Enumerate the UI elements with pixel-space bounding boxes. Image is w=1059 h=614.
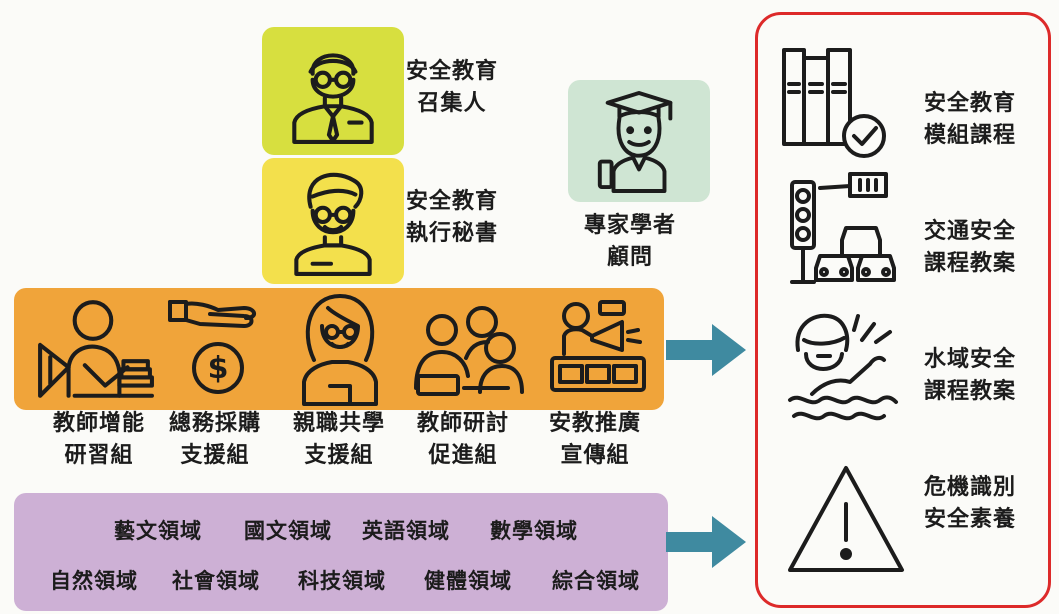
outcomes-frame <box>755 12 1051 608</box>
group-label: 教師研討促進組 <box>416 411 509 468</box>
man-with-glasses-tie-icon <box>282 35 384 147</box>
traffic-light-cars-icon <box>780 168 904 288</box>
domains-row-2: 自然領域 社會領域 科技領域 健體領域 綜合領域 <box>14 565 668 595</box>
group-label: 親職共學支援組 <box>292 411 385 468</box>
books-checkmark-icon <box>780 44 890 160</box>
man-with-glasses-icon <box>282 166 384 278</box>
outcome-label: 安全教育模組課程 <box>924 91 1017 148</box>
domain-item: 自然領域 <box>50 569 138 593</box>
secretary-label: 安全教育執行秘書 <box>406 189 499 246</box>
convener-label: 安全教育召集人 <box>406 59 499 116</box>
domain-item: 健體領域 <box>424 569 512 593</box>
parent-woman-icon <box>290 290 390 408</box>
outcome-label: 水域安全課程教案 <box>924 347 1017 404</box>
advisor-box <box>568 80 710 202</box>
domains-band: 藝文領域 國文領域 英語領域 數學領域 自然領域 社會領域 科技領域 健體領域 … <box>14 493 668 611</box>
group-label: 教師增能研習組 <box>52 411 145 468</box>
teacher-presentation-icon <box>34 294 156 406</box>
warning-triangle-icon <box>784 462 908 578</box>
domain-item: 科技領域 <box>298 569 386 593</box>
domain-item: 藝文領域 <box>114 519 202 543</box>
domain-item: 國文領域 <box>244 519 332 543</box>
outcome-label: 交通安全課程教案 <box>924 219 1017 276</box>
drowning-person-icon <box>784 310 900 430</box>
svg-text:$: $ <box>208 351 229 386</box>
advisor-label: 專家學者顧問 <box>584 213 677 270</box>
hand-money-icon: $ <box>166 294 266 398</box>
domain-item: 英語領域 <box>362 519 450 543</box>
arrow-right-icon <box>666 514 748 570</box>
arrow-right-icon <box>666 322 748 378</box>
domain-item: 數學領域 <box>490 519 578 543</box>
group-label: 總務採購支援組 <box>168 411 261 468</box>
group-discussion-icon <box>408 296 526 404</box>
convener-box <box>262 27 404 155</box>
group-label: 安教推廣宣傳組 <box>548 411 641 468</box>
outcome-label: 危機識別安全素養 <box>924 475 1017 532</box>
domain-item: 社會領域 <box>172 569 260 593</box>
domains-row-1: 藝文領域 國文領域 英語領域 數學領域 <box>14 515 668 545</box>
megaphone-promotion-icon <box>548 296 648 396</box>
domain-item: 綜合領域 <box>552 569 640 593</box>
secretary-box <box>262 158 404 284</box>
graduate-scholar-icon <box>590 86 688 196</box>
